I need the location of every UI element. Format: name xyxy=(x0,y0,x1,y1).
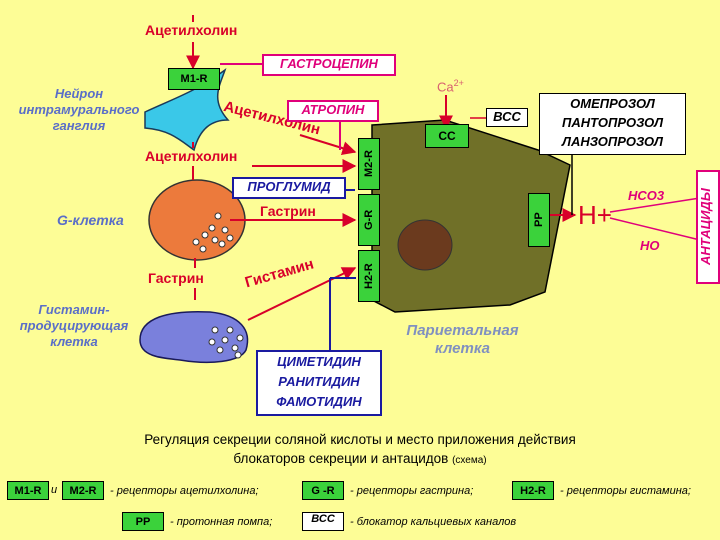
ppi-drug-1: ОМЕПРОЗОЛ xyxy=(540,94,685,113)
h2-blocker-drugs: ЦИМЕТИДИН РАНИТИДИН ФАМОТИДИН xyxy=(256,350,382,416)
ppi-drug-2: ПАНТОПРОЗОЛ xyxy=(540,113,685,132)
legend-h2-box: H2-R xyxy=(512,481,554,500)
granule xyxy=(219,241,225,247)
legend-bcc-box: ВСС xyxy=(302,512,344,531)
ppi-drug-3: ЛАНЗОПРОЗОЛ xyxy=(540,132,685,151)
legend-m2-box: M2-R xyxy=(62,481,104,500)
granule xyxy=(227,235,233,241)
gastrin-label-top: Гастрин xyxy=(260,203,316,219)
legend-m-desc: - рецепторы ацетилхолина; xyxy=(110,485,259,497)
granule xyxy=(209,225,215,231)
m2-receptor: M2-R xyxy=(358,138,380,190)
legend-pp-desc: - протонная помпа; xyxy=(170,516,272,528)
granule xyxy=(222,227,228,233)
gastrocepin-drug: ГАСТРОЦЕПИН xyxy=(262,54,396,76)
caption-line-2: блокаторов секреции и антацидов (схема) xyxy=(0,451,720,466)
granule xyxy=(193,239,199,245)
g-cell-label: G-клетка xyxy=(57,212,124,228)
antacids-drug: АНТАЦИДЫ xyxy=(696,170,720,284)
histamine-cell-body xyxy=(140,312,248,363)
legend-m1-box: M1-R xyxy=(7,481,49,500)
bcc-drug: ВСС xyxy=(486,108,528,127)
ppi-drugs: ОМЕПРОЗОЛ ПАНТОПРОЗОЛ ЛАНЗОПРОЗОЛ xyxy=(539,93,686,155)
hco3-label: HCO3 xyxy=(628,188,664,203)
ca-ion-label: Ca2+ xyxy=(437,78,464,94)
calcium-channel: CC xyxy=(425,124,469,148)
gastrin-label-bottom: Гастрин xyxy=(148,270,204,286)
ho-label: HO xyxy=(640,238,660,253)
granule xyxy=(212,327,218,333)
atropin-drug: АТРОПИН xyxy=(287,100,379,122)
acetylcholine-label-mid: Ацетилхолин xyxy=(145,148,237,164)
parietal-nucleus xyxy=(398,220,452,270)
granule xyxy=(202,232,208,238)
parietal-cell-label: Париетальная клетка xyxy=(390,322,535,358)
granule xyxy=(215,213,221,219)
neuron-label: Нейрон интрамурального ганглия xyxy=(4,86,154,134)
h2-blocker-1: ЦИМЕТИДИН xyxy=(258,352,380,372)
granule xyxy=(212,237,218,243)
legend-g-box: G -R xyxy=(302,481,344,500)
legend-g-desc: - рецепторы гастрина; xyxy=(350,485,473,497)
histamine-cell-label: Гистамин-продуцирующая клетка xyxy=(4,302,144,350)
h-plus-ion: H+ xyxy=(578,200,612,231)
granule xyxy=(222,337,228,343)
m1-receptor: M1-R xyxy=(168,68,220,90)
granule xyxy=(217,347,223,353)
granule xyxy=(235,352,241,358)
caption-line-1: Регуляция секреции соляной кислоты и мес… xyxy=(0,432,720,447)
legend-h2-desc: - рецепторы гистамина; xyxy=(560,485,691,497)
granule xyxy=(237,335,243,341)
granule xyxy=(232,345,238,351)
granule xyxy=(209,339,215,345)
legend-bcc-desc: - блокатор кальциевых каналов xyxy=(350,516,516,528)
granule xyxy=(227,327,233,333)
legend-pp-box: PP xyxy=(122,512,164,531)
gastrin-receptor: G-R xyxy=(358,194,380,246)
proglumid-drug: ПРОГЛУМИД xyxy=(232,177,346,199)
proton-pump: PP xyxy=(528,193,550,247)
h2-blocker-3: ФАМОТИДИН xyxy=(258,392,380,412)
legend-and: и xyxy=(51,484,57,496)
acetylcholine-label-top: Ацетилхолин xyxy=(145,22,237,38)
h2-blocker-2: РАНИТИДИН xyxy=(258,372,380,392)
granule xyxy=(200,246,206,252)
h2-receptor: H2-R xyxy=(358,250,380,302)
